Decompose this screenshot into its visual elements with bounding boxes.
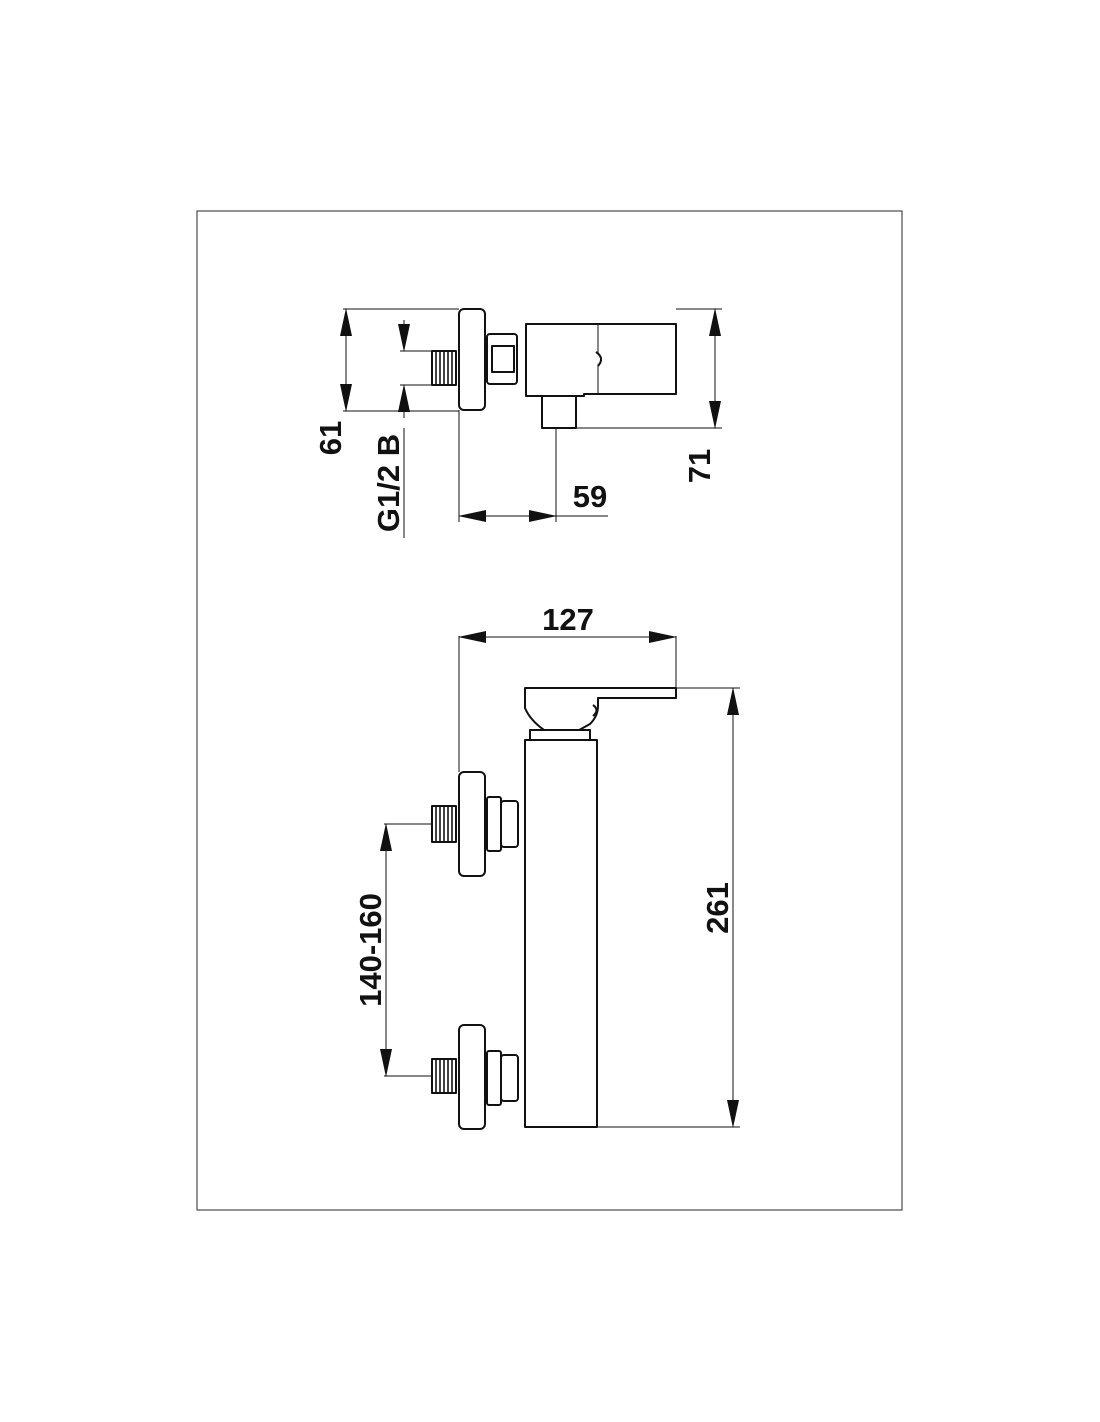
dim-thread-label: G1/2 B	[371, 434, 406, 532]
upper-inlet	[431, 771, 519, 877]
cartridge-neck	[529, 729, 591, 741]
mixer-body	[524, 739, 598, 1128]
top-thread-connector	[431, 350, 457, 386]
top-union-inner	[491, 345, 515, 373]
dim-59-label: 59	[573, 479, 607, 514]
dim-140-160-label: 140-160	[353, 893, 388, 1007]
dim-61-label: 61	[313, 421, 348, 455]
dim-127-label: 127	[542, 602, 594, 637]
mixer-lever	[524, 687, 677, 735]
dim-71-label: 71	[682, 449, 717, 483]
dim-261-label: 261	[700, 882, 735, 934]
top-wall-flange	[458, 308, 486, 411]
side-view: 127 261 140-160	[353, 602, 740, 1130]
top-view: 61 G1/2 B 71 59	[313, 308, 722, 538]
lower-inlet	[431, 1024, 519, 1130]
top-outlet-stub	[541, 395, 577, 429]
drawing-frame	[196, 210, 903, 1211]
